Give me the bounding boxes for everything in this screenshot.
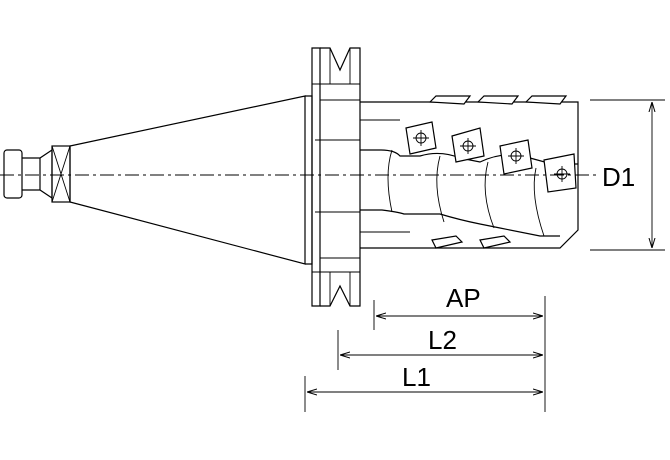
l2-label: L2	[428, 325, 457, 355]
extension-lines	[304, 296, 546, 412]
l1-dimension: L1	[307, 362, 543, 392]
d1-label: D1	[602, 162, 635, 192]
insert-3	[499, 139, 533, 175]
insert-1	[405, 121, 437, 155]
ap-dimension: AP	[376, 283, 543, 316]
retention-knob	[3, 145, 71, 203]
ap-label: AP	[446, 283, 481, 313]
l1-label: L1	[402, 362, 431, 392]
top-flutes	[428, 95, 568, 249]
taper-shank	[69, 95, 306, 265]
l2-dimension: L2	[340, 325, 543, 355]
insert-2	[451, 127, 485, 163]
insert-4	[543, 153, 577, 193]
d1-dimension: D1	[590, 99, 665, 251]
flange	[305, 47, 361, 307]
